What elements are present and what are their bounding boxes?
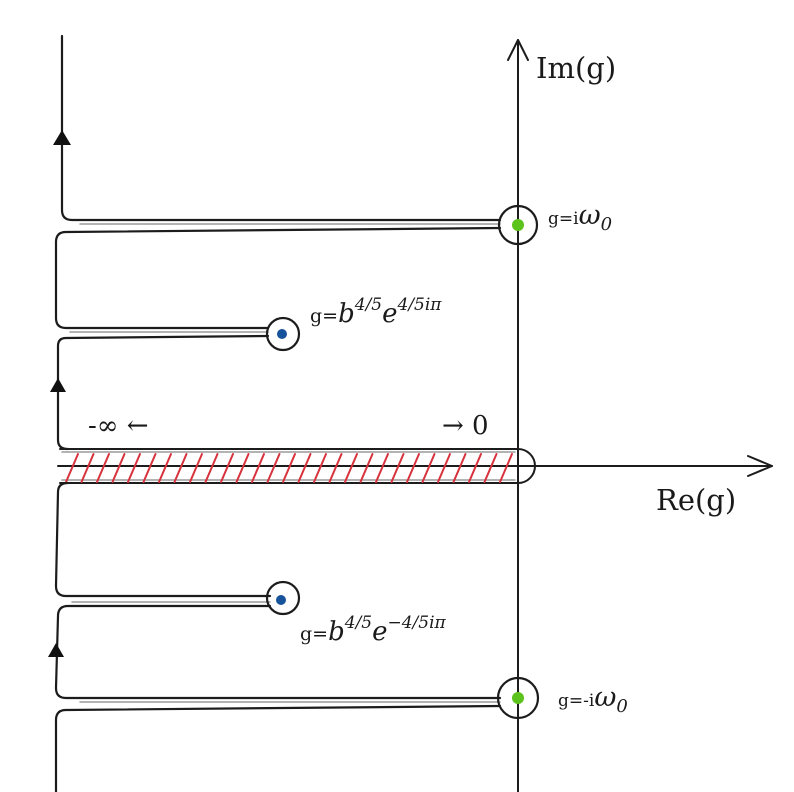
hatch-mark xyxy=(111,453,126,483)
hatch-mark xyxy=(359,453,374,483)
real-axis-label: Re(g) xyxy=(656,483,736,517)
branch-cut-hatching xyxy=(65,453,513,483)
hatch-mark xyxy=(142,453,157,483)
hatch-mark xyxy=(235,453,250,483)
hatch-mark xyxy=(80,453,95,483)
lower-inner-pole-circle xyxy=(265,580,301,616)
integration-contour xyxy=(54,34,540,792)
hatch-mark xyxy=(452,453,467,483)
upper-axis-pole-circle xyxy=(497,204,539,246)
hatch-mark xyxy=(251,453,265,483)
hatch-mark xyxy=(266,453,281,483)
hatch-mark xyxy=(406,453,420,483)
hatch-mark xyxy=(96,453,110,483)
hatch-mark xyxy=(158,453,172,483)
hatch-mark xyxy=(127,453,141,483)
lower-axis-pole-circle xyxy=(496,676,540,720)
upper-inner-pole-label: g=b4/5e4/5iπ xyxy=(310,295,442,329)
zero-limit-label: → 0 xyxy=(442,411,489,441)
hatch-mark xyxy=(204,453,219,483)
lower-axis-pole-label: g=-iω0 xyxy=(558,682,628,717)
hatch-mark xyxy=(468,453,482,483)
hatch-mark xyxy=(189,453,203,483)
hatch-mark xyxy=(390,453,405,483)
direction-arrow-icon xyxy=(48,643,64,657)
lower-inner-pole-label: g=b4/5e−4/5iπ xyxy=(300,613,447,647)
upper-inner-pole-dot xyxy=(277,329,287,339)
hatch-mark xyxy=(499,453,513,483)
upper-inner-pole-circle xyxy=(265,316,301,352)
upper-axis-pole-label: g=iω0 xyxy=(548,200,612,235)
hatch-mark xyxy=(328,453,343,483)
imag-axis-label: Im(g) xyxy=(536,51,616,85)
lower-inner-pole-dot xyxy=(276,595,286,605)
real-axis xyxy=(57,455,773,477)
hatch-mark xyxy=(344,453,358,483)
hatch-mark xyxy=(375,453,389,483)
hatch-mark xyxy=(173,453,188,483)
hatch-mark xyxy=(282,453,296,483)
direction-arrow-icon xyxy=(50,378,66,392)
direction-arrow-icon xyxy=(53,130,71,145)
hatch-mark xyxy=(220,453,234,483)
upper-axis-pole-dot xyxy=(512,219,524,231)
hatch-mark xyxy=(421,453,436,483)
hatch-mark xyxy=(437,453,451,483)
hatch-mark xyxy=(313,453,327,483)
hatch-mark xyxy=(297,453,312,483)
hatch-mark xyxy=(65,453,79,483)
imaginary-axis xyxy=(507,39,529,792)
hatch-mark xyxy=(483,453,498,483)
minus-infinity-label: -∞ ← xyxy=(88,411,149,441)
lower-axis-pole-dot xyxy=(512,692,524,704)
